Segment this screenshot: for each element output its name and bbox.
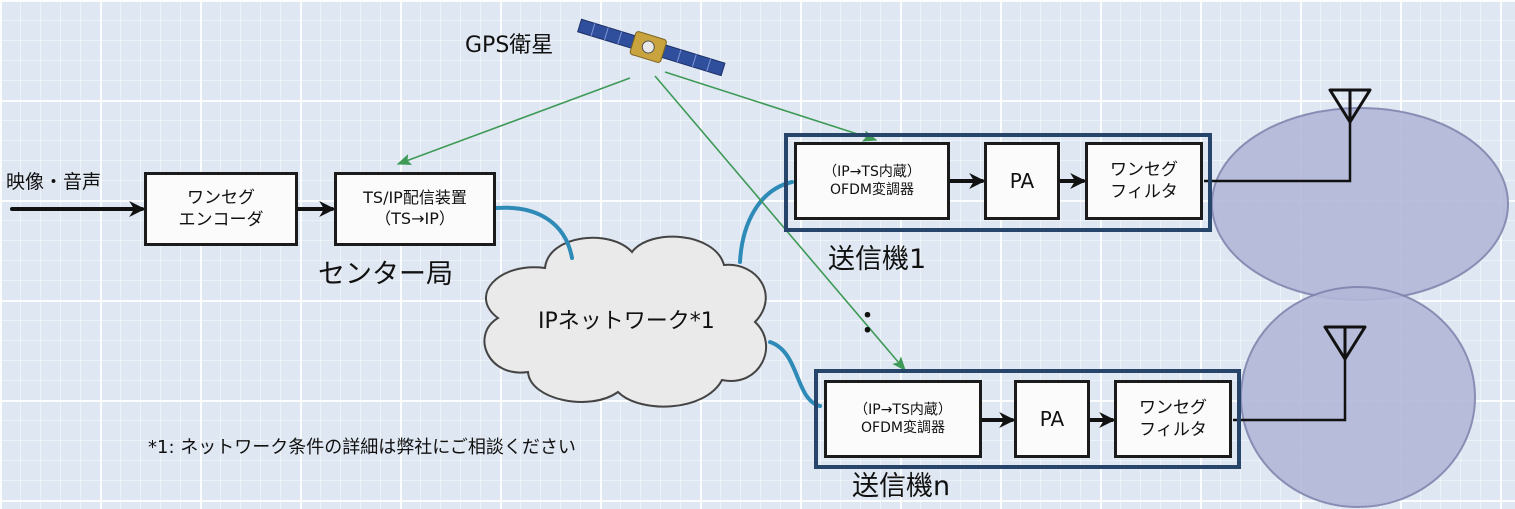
transmitter-n-frame — [814, 369, 1241, 469]
satellite-label: GPS衛星 — [465, 33, 554, 58]
ellipsis-mark: ： — [860, 305, 890, 340]
center-station-label: センター局 — [318, 259, 453, 290]
network-label: IPネットワーク*1 — [538, 309, 715, 334]
footnote: *1: ネットワーク条件の詳細は弊社にご相談ください — [148, 437, 576, 458]
antenna-icon-txn — [1323, 325, 1367, 361]
txn-modulator-box: （IP→TS内蔵） OFDM変調器 — [824, 380, 982, 458]
tx1-pa-box: PA — [984, 142, 1060, 220]
gps-line-to-txn — [654, 75, 906, 372]
txn-filter-line1: ワンセグ — [1139, 397, 1207, 418]
input-label: 映像・音声 — [6, 171, 102, 193]
encoder-box: ワンセグ エンコーダ — [144, 172, 298, 246]
ts-ip-device-box: TS/IP配信装置 （TS→IP） — [334, 172, 496, 246]
tx1-modulator-line2: OFDM変調器 — [830, 182, 914, 198]
transmitter-1-frame — [784, 133, 1212, 232]
gps-satellite-icon — [577, 18, 726, 77]
feed-tx1 — [1204, 112, 1352, 183]
signal-arrows — [10, 173, 1116, 428]
tx1-modulator-box: （IP→TS内蔵） OFDM変調器 — [794, 142, 950, 220]
coverage-area-n — [1240, 286, 1476, 508]
txn-pa-box: PA — [1014, 380, 1090, 458]
encoder-line2: エンコーダ — [178, 210, 264, 230]
tx1-filter-box: ワンセグ フィルタ — [1085, 142, 1203, 220]
transmitter-n-label: 送信機n — [852, 471, 951, 502]
antenna-feeds — [1204, 112, 1352, 422]
tx1-pa-label: PA — [1009, 169, 1035, 193]
ip-network-cloud — [483, 235, 767, 408]
link-center-to-network — [494, 205, 574, 260]
gps-line-to-center — [396, 77, 631, 165]
ts-ip-line2: （TS→IP） — [375, 209, 455, 228]
gps-sync-lines — [396, 71, 906, 372]
tx1-modulator-line1: （IP→TS内蔵） — [823, 163, 921, 180]
txn-pa-label: PA — [1039, 407, 1065, 431]
tx1-filter-line2: フィルタ — [1110, 182, 1178, 202]
feed-txn — [1233, 352, 1347, 422]
link-network-to-txn — [768, 340, 822, 408]
coverage-area-1 — [1211, 107, 1509, 301]
transmitter-1-label: 送信機1 — [828, 244, 927, 275]
antenna-icon-tx1 — [1328, 88, 1372, 124]
txn-filter-line2: フィルタ — [1139, 420, 1207, 440]
tx1-filter-line1: ワンセグ — [1110, 159, 1178, 180]
encoder-line1: ワンセグ — [187, 187, 255, 208]
gps-line-to-tx1 — [664, 71, 878, 142]
txn-filter-box: ワンセグ フィルタ — [1114, 380, 1232, 458]
txn-modulator-line1: （IP→TS内蔵） — [854, 401, 952, 418]
ts-ip-line1: TS/IP配信装置 — [363, 188, 467, 208]
network-links — [494, 180, 822, 408]
link-network-to-tx1 — [738, 180, 794, 264]
txn-modulator-line2: OFDM変調器 — [861, 420, 945, 436]
